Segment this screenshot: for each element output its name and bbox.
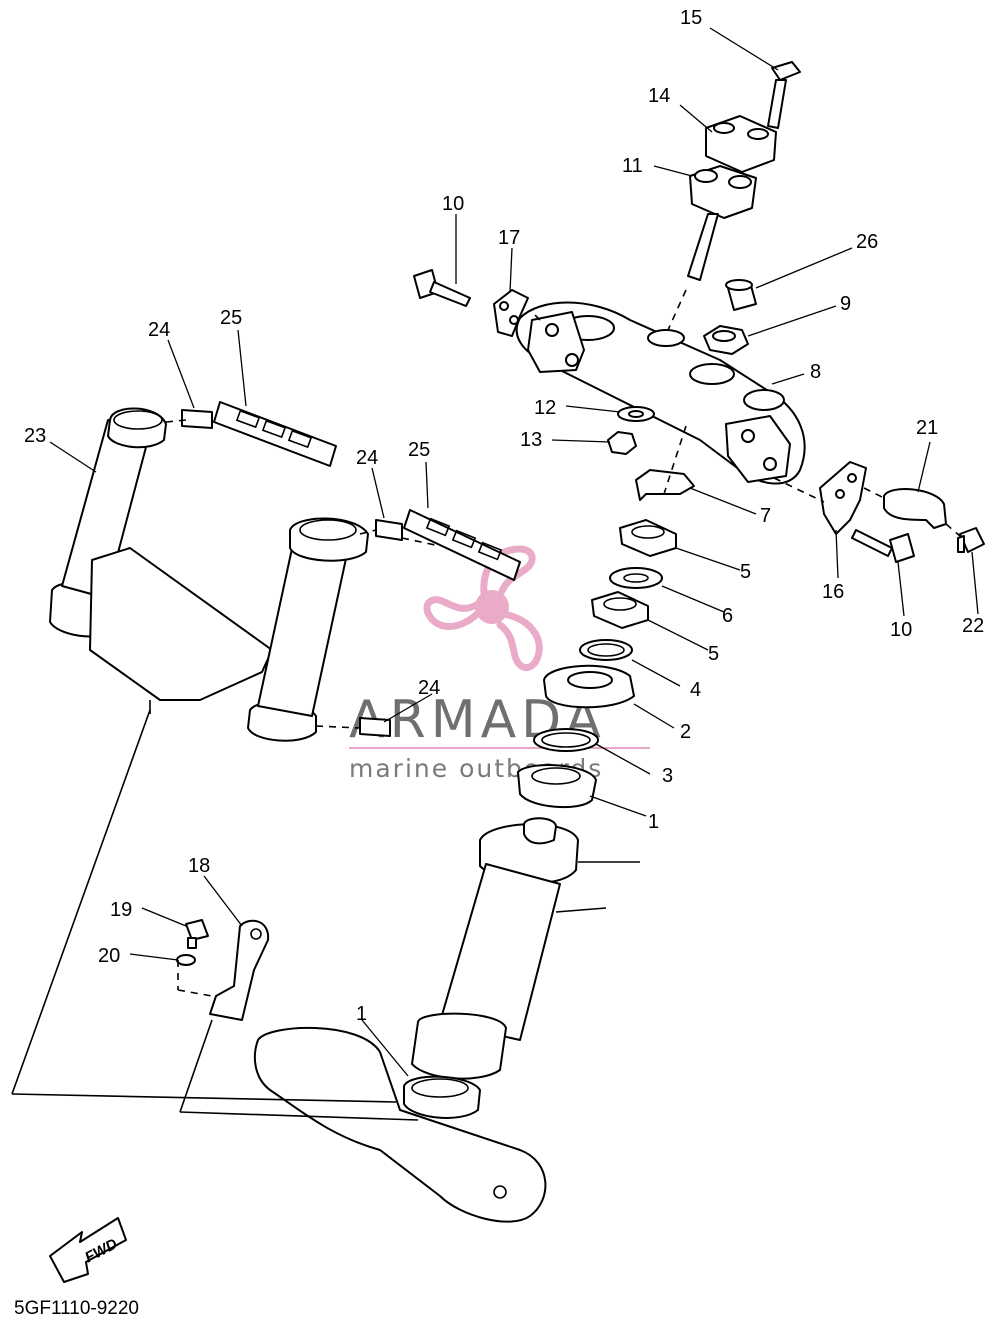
block-24-middle (375, 519, 403, 541)
washer-20 (176, 954, 196, 966)
cable-guide-18 (209, 919, 270, 1021)
washer-7 (635, 469, 695, 501)
callout-20: 20 (98, 945, 120, 967)
callout-24-lower: 24 (418, 677, 440, 699)
steering-stem (253, 817, 640, 1223)
callout-10-lower: 10 (890, 619, 912, 641)
washer-4 (579, 639, 633, 661)
bracket-16 (819, 461, 867, 535)
callout-26: 26 (856, 231, 878, 253)
clamp-21 (883, 488, 947, 529)
callout-1-upper: 1 (648, 811, 659, 833)
callout-19: 19 (110, 899, 132, 921)
bolt-10-lower (851, 529, 915, 563)
callout-2: 2 (680, 721, 691, 743)
callout-25-upper: 25 (220, 307, 242, 329)
washer-12 (617, 406, 655, 422)
assembly-lines (11, 289, 961, 1121)
callout-16: 16 (822, 581, 844, 603)
callout-9: 9 (840, 293, 851, 315)
callout-4: 4 (690, 679, 701, 701)
bolt-19 (185, 919, 209, 949)
diagram-code: 5GF1110-9220 (14, 1298, 139, 1319)
lock-washer-6 (609, 567, 663, 589)
callout-14: 14 (648, 85, 670, 107)
upper-bracket (515, 301, 806, 485)
callout-11: 11 (622, 155, 643, 177)
callout-18: 18 (188, 855, 210, 877)
emblem-25-upper (213, 401, 337, 467)
handlebar-upper-holder (705, 115, 777, 173)
callout-10-upper: 10 (442, 193, 464, 215)
callout-24-upper: 24 (148, 319, 170, 341)
bolt-10-upper (413, 269, 471, 307)
bolt-22 (957, 527, 985, 553)
callout-5-upper: 5 (740, 561, 751, 583)
callout-12: 12 (534, 397, 556, 419)
nut-13 (607, 431, 637, 455)
block-24-upper (181, 409, 213, 429)
callout-23: 23 (24, 425, 46, 447)
cap-26 (725, 279, 757, 311)
callout-6: 6 (722, 605, 733, 627)
callout-7: 7 (760, 505, 771, 527)
ring-nut-5-lower (591, 591, 649, 629)
nut-9 (703, 325, 749, 355)
callout-15: 15 (680, 7, 702, 29)
bearing-1-upper (517, 764, 597, 809)
plate-17 (493, 289, 529, 337)
handlebar-lower-holder (687, 165, 757, 281)
fwd-arrow-icon: FWD (49, 1217, 127, 1283)
armada-logo (423, 545, 543, 671)
fork-guard-23 (49, 407, 369, 742)
callout-8: 8 (810, 361, 821, 383)
callout-5-lower: 5 (708, 643, 719, 665)
bearing-cover-2 (543, 664, 635, 709)
leader-lines (49, 27, 979, 1077)
seal-3 (533, 728, 599, 752)
callout-25-lower: 25 (408, 439, 430, 461)
callout-21: 21 (916, 417, 938, 439)
callout-24-middle: 24 (356, 447, 378, 469)
callout-13: 13 (520, 429, 542, 451)
ring-nut-5-upper (619, 519, 677, 557)
callout-22: 22 (962, 615, 984, 637)
callout-3: 3 (662, 765, 673, 787)
callout-17: 17 (498, 227, 520, 249)
block-24-lower (359, 717, 391, 737)
callout-1-lower: 1 (356, 1003, 367, 1025)
emblem-25-lower (403, 509, 521, 581)
handlebar-bolt (767, 61, 801, 129)
